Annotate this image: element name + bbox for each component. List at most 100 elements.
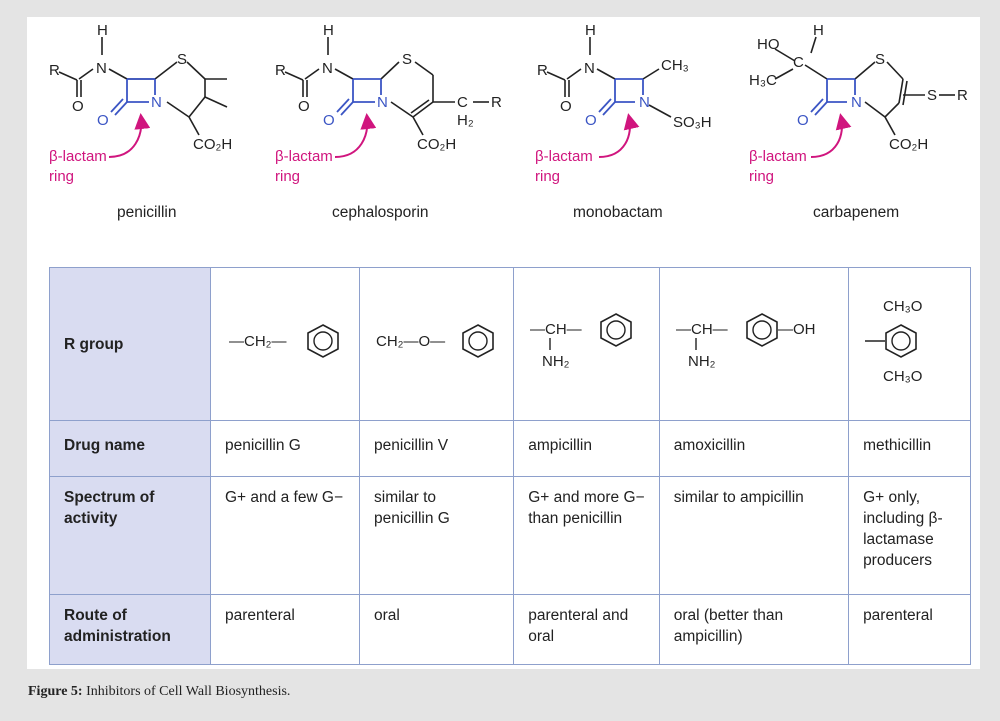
svg-text:O: O <box>797 112 809 129</box>
monobactam-name: monobactam <box>573 204 663 221</box>
svg-text:N: N <box>584 60 595 77</box>
carbapenem-beta-lactam <box>810 78 856 116</box>
table-cell: oral <box>358 594 515 665</box>
monobactam-beta-lactam <box>598 78 644 116</box>
carbapenem-ring-label: ring <box>749 168 774 185</box>
svg-text:CO₂H: CO₂H <box>417 136 456 153</box>
penicillin-structure <box>58 37 228 136</box>
svg-text:R: R <box>491 94 502 111</box>
svg-text:R: R <box>49 62 60 79</box>
svg-text:H₃C: H₃C <box>749 72 777 89</box>
table-cell: G+ and more G− than penicillin <box>513 476 660 595</box>
penicillin-name: penicillin <box>117 204 176 221</box>
table-cell: similar to penicillin G <box>358 476 515 595</box>
r-group-cell: CH₂—O— <box>358 267 515 421</box>
r-group-cell: CH₃O CH₃O <box>848 267 971 421</box>
carbapenem-ring-arrow <box>810 113 852 158</box>
penicillin-ring-label: ring <box>49 168 74 185</box>
penicillin-atoms: R O H N S N O CO₂H <box>49 22 232 153</box>
svg-text:—CH—: —CH— <box>530 321 582 338</box>
monobactam-structure <box>546 37 672 118</box>
table-row: Route of administration parenteral oral … <box>49 594 971 665</box>
structures-diagram: R O H N S N O CO₂H β-lactam ring penicil… <box>49 22 968 221</box>
svg-text:—OH: —OH <box>778 321 816 338</box>
svg-text:O: O <box>323 112 335 129</box>
carbapenem-atoms: HO H C H₃C S N O S R CO₂H <box>749 22 968 153</box>
svg-text:R: R <box>275 62 286 79</box>
svg-text:O: O <box>585 112 597 129</box>
table-row: R group —CH₂— CH₂—O— —CH— <box>49 267 971 421</box>
table-cell: ampicillin <box>513 420 660 477</box>
table-cell: parenteral and oral <box>513 594 660 665</box>
svg-text:—CH—: —CH— <box>676 321 728 338</box>
svg-text:HO: HO <box>757 36 780 53</box>
cephalosporin-ring-label: ring <box>275 168 300 185</box>
cephalosporin-structure <box>284 37 489 136</box>
r-group-cell: —CH₂— <box>210 267 360 421</box>
svg-text:O: O <box>560 98 572 115</box>
svg-text:S: S <box>927 87 937 104</box>
svg-text:CO₂H: CO₂H <box>889 136 928 153</box>
svg-text:O: O <box>298 98 310 115</box>
cephalosporin-ring-arrow <box>334 113 377 158</box>
r-group-penicillin-v: CH₂—O— <box>376 324 494 358</box>
row-header-r-group: R group <box>49 267 211 421</box>
table-cell: G+ and a few G− <box>210 476 360 595</box>
svg-text:H: H <box>813 22 824 39</box>
carbapenem-beta-label: β-lactam <box>749 148 807 165</box>
table-cell: penicillin V <box>358 420 515 477</box>
r-group-penicillin-g: —CH₂— <box>229 324 339 358</box>
svg-text:NH₂: NH₂ <box>688 353 716 370</box>
table-cell: penicillin G <box>210 420 360 477</box>
monobactam-ring-arrow <box>598 113 640 158</box>
svg-text:—CH₂—: —CH₂— <box>229 333 287 350</box>
penicillin-ring-arrow <box>108 113 151 158</box>
svg-text:H₂: H₂ <box>457 112 474 129</box>
table-cell: similar to ampicillin <box>658 476 850 595</box>
svg-text:N: N <box>639 94 650 111</box>
antibiotics-table: R group —CH₂— CH₂—O— —CH— <box>49 267 971 665</box>
svg-text:N: N <box>96 60 107 77</box>
table-cell: amoxicillin <box>658 420 850 477</box>
svg-text:CO₂H: CO₂H <box>193 136 232 153</box>
table-row: Spectrum of activity G+ and a few G− sim… <box>49 476 971 595</box>
svg-text:CH₃O: CH₃O <box>883 368 922 385</box>
svg-text:C: C <box>457 94 468 111</box>
caption-text: Inhibitors of Cell Wall Biosynthesis. <box>82 684 291 699</box>
svg-text:O: O <box>97 112 109 129</box>
penicillin-beta-label: β-lactam <box>49 148 107 165</box>
cephalosporin-beta-lactam <box>336 78 382 116</box>
svg-text:R: R <box>957 87 968 104</box>
cephalosporin-beta-label: β-lactam <box>275 148 333 165</box>
table-cell: methicillin <box>848 420 971 477</box>
svg-text:C: C <box>793 54 804 71</box>
svg-text:H: H <box>323 22 334 39</box>
row-header-drug-name: Drug name <box>49 420 211 477</box>
r-group-ampicillin: —CH— NH₂ <box>530 313 633 370</box>
svg-text:R: R <box>537 62 548 79</box>
svg-text:N: N <box>322 60 333 77</box>
svg-text:SO₃H: SO₃H <box>673 114 712 131</box>
row-header-route: Route of administration <box>49 594 211 665</box>
svg-text:H: H <box>585 22 596 39</box>
svg-text:NH₂: NH₂ <box>542 353 570 370</box>
monobactam-ring-label: ring <box>535 168 560 185</box>
carbapenem-name: carbapenem <box>813 204 899 221</box>
table-cell: parenteral <box>848 594 971 665</box>
carbapenem-structure <box>774 36 955 136</box>
svg-text:CH₃: CH₃ <box>661 57 689 74</box>
penicillin-beta-lactam <box>110 78 156 116</box>
monobactam-beta-label: β-lactam <box>535 148 593 165</box>
svg-text:CH₂—O—: CH₂—O— <box>376 333 445 350</box>
cephalosporin-name: cephalosporin <box>332 204 429 221</box>
r-group-amoxicillin: —CH— NH₂ —OH <box>676 313 816 370</box>
svg-text:H: H <box>97 22 108 39</box>
r-group-cell: —CH— NH₂ —OH <box>658 267 850 421</box>
table-cell: oral (better than ampicillin) <box>658 594 850 665</box>
r-group-methicillin: CH₃O CH₃O <box>865 298 923 385</box>
table-cell: G+ only, including β-lactamase producers <box>848 476 971 595</box>
figure-caption: Figure 5: Inhibitors of Cell Wall Biosyn… <box>28 684 290 700</box>
svg-text:N: N <box>377 94 388 111</box>
table-cell: parenteral <box>210 594 360 665</box>
svg-text:S: S <box>875 51 885 68</box>
